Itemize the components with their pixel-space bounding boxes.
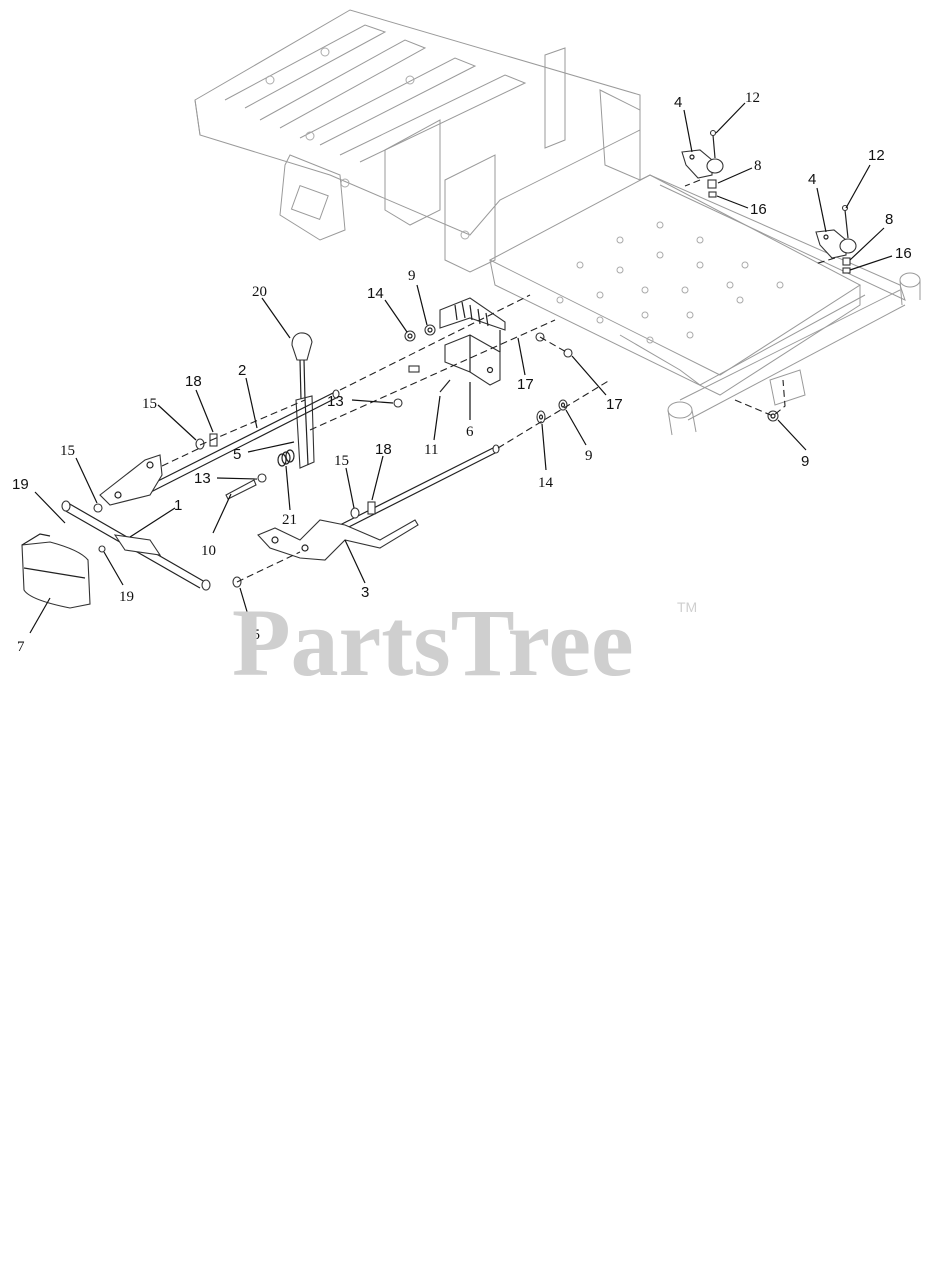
callout-12-right: 12 xyxy=(868,147,885,164)
part-18-clip-b xyxy=(367,501,376,515)
part-18-clip-a xyxy=(209,433,218,447)
callout-18-upper: 18 xyxy=(185,373,202,390)
callout-15-bottom: 15 xyxy=(245,627,260,643)
part-15-washer-b xyxy=(93,503,103,513)
part-8-spacer-right xyxy=(842,257,851,266)
callout-18-lower: 18 xyxy=(375,441,392,458)
callout-16-left: 16 xyxy=(750,201,767,218)
callout-10: 10 xyxy=(201,543,216,559)
part-5-control-lever xyxy=(295,359,315,469)
part-9-nut-front xyxy=(767,410,779,422)
callout-9-middle: 9 xyxy=(585,448,593,464)
callout-14-top: 14 xyxy=(367,285,384,302)
part-7-cover xyxy=(21,533,91,609)
callout-5: 5 xyxy=(233,446,241,463)
callout-14-lower: 14 xyxy=(538,475,554,491)
part-16-nut-right xyxy=(842,267,851,274)
assembly-lines xyxy=(161,179,836,583)
callout-15-left: 15 xyxy=(60,443,75,459)
part-4-bracket-left xyxy=(681,149,724,179)
part-17-washer-b xyxy=(563,348,573,358)
part-20-knob xyxy=(291,332,313,361)
part-13-washer-top xyxy=(393,398,403,408)
part-21-spring xyxy=(277,449,295,467)
callout-19-upper: 19 xyxy=(12,476,29,493)
mower-frame xyxy=(194,9,921,436)
part-14-washer-top xyxy=(404,330,416,342)
part-15-washer-a xyxy=(195,438,205,450)
callout-19-lower: 19 xyxy=(119,589,134,605)
part-15-washer-c xyxy=(350,507,360,519)
part-2-control-rod-upper xyxy=(139,389,340,497)
callout-15-middle: 15 xyxy=(334,453,349,469)
part-lever-arm-left xyxy=(99,454,163,506)
callout-16-right: 16 xyxy=(895,245,912,262)
callout-11: 11 xyxy=(424,442,438,458)
watermark-trademark: TM xyxy=(677,599,697,615)
callout-7: 7 xyxy=(17,639,25,655)
watermark-text: PartsTree xyxy=(232,589,634,696)
callout-3: 3 xyxy=(361,584,369,601)
part-6-control-bracket xyxy=(439,297,506,386)
callout-9-front: 9 xyxy=(801,453,809,470)
part-16-nut-left xyxy=(708,191,717,198)
partstree-watermark: PartsTree TM xyxy=(232,589,697,696)
part-11-bolt xyxy=(408,365,451,393)
part-1-tie-rod xyxy=(61,500,211,591)
callout-12-left: 12 xyxy=(745,90,760,106)
callout-8-right: 8 xyxy=(885,211,893,228)
callout-8-left: 8 xyxy=(754,158,762,174)
part-10-pin xyxy=(225,479,257,500)
part-19-screw-a xyxy=(98,545,106,553)
callout-2: 2 xyxy=(238,362,246,379)
part-14-washer-lower xyxy=(536,410,546,424)
callout-21: 21 xyxy=(282,512,297,528)
part-12-pin-right xyxy=(841,204,849,239)
callout-15-upper: 15 xyxy=(142,396,157,412)
callout-13-lower: 13 xyxy=(194,470,211,487)
part-12-pin-left xyxy=(709,129,717,159)
callout-17-lower: 17 xyxy=(606,396,623,413)
callout-4-right: 4 xyxy=(808,171,816,188)
callout-labels: 4 12 8 16 4 12 8 16 9 14 20 2 18 15 17 1… xyxy=(12,90,912,655)
callout-20: 20 xyxy=(252,284,267,300)
part-4-bracket-right xyxy=(815,229,857,259)
part-lever-arm-right xyxy=(257,519,419,561)
callout-6: 6 xyxy=(466,424,474,440)
part-13-washer-lower xyxy=(257,473,267,483)
callout-13-upper: 13 xyxy=(327,393,344,410)
callout-17-upper: 17 xyxy=(517,376,534,393)
callout-9-top: 9 xyxy=(408,268,416,284)
callout-1: 1 xyxy=(174,497,182,514)
part-9-nut-lower xyxy=(558,399,568,411)
part-9-nut-top xyxy=(424,324,436,336)
part-8-spacer-left xyxy=(707,179,717,189)
callout-4-left: 4 xyxy=(674,94,682,111)
leader-lines xyxy=(29,102,893,634)
